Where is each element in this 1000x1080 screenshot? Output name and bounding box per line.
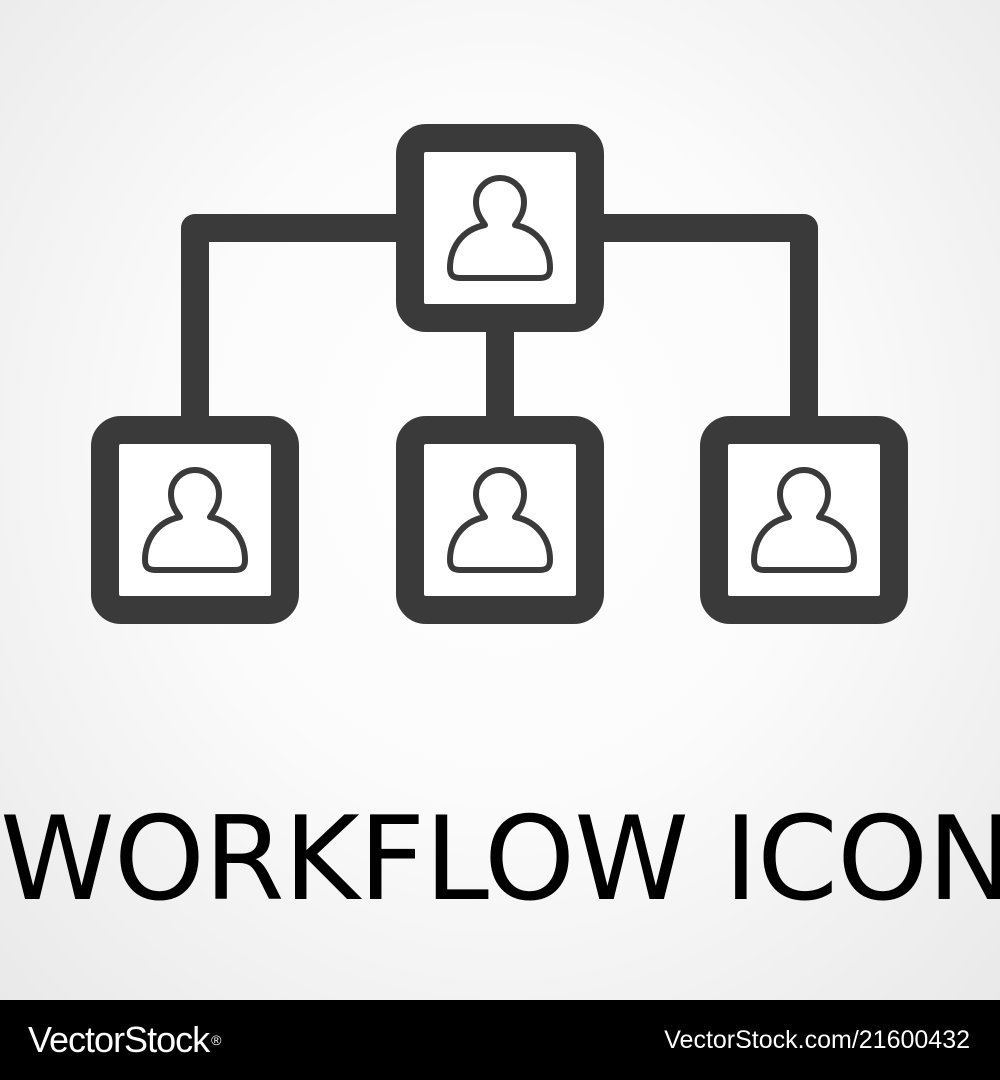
top-node xyxy=(396,124,604,332)
footer-bar: VectorStock® VectorStock.com/21600432 xyxy=(0,1000,1000,1080)
image-id: VectorStock.com/21600432 xyxy=(664,1026,970,1054)
user-icon xyxy=(751,467,857,573)
right-connector xyxy=(590,214,818,418)
left-connector xyxy=(181,214,410,418)
user-icon xyxy=(142,467,248,573)
bottom-right-node xyxy=(700,416,908,624)
connector-lines xyxy=(181,214,818,418)
brand-name: VectorStock xyxy=(28,1019,210,1060)
workflow-icon xyxy=(91,124,908,624)
vectorstock-logo[interactable]: VectorStock® xyxy=(28,1018,221,1062)
user-icon xyxy=(447,467,553,573)
canvas: WORKFLOW ICON xyxy=(0,0,1000,1000)
bottom-left-node xyxy=(91,416,299,624)
icon-title: WORKFLOW ICON xyxy=(0,792,1000,927)
registered-mark: ® xyxy=(211,1032,221,1048)
user-icon xyxy=(447,175,553,281)
bottom-center-node xyxy=(396,416,604,624)
